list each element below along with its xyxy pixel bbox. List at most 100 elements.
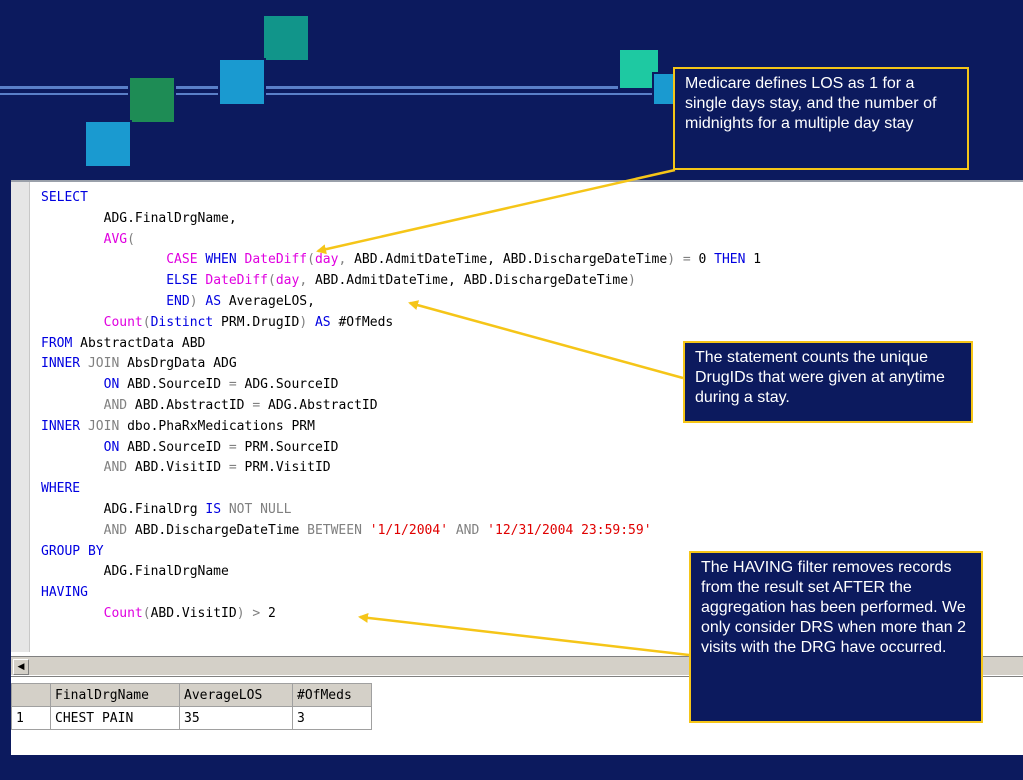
code-line: AND ABD.VisitID = PRM.VisitID <box>41 458 761 479</box>
sql-code-editor[interactable]: SELECT ADG.FinalDrgName, AVG( CASE WHEN … <box>41 188 761 625</box>
code-token: DateDiff <box>205 273 268 289</box>
code-token: ABD.VisitID <box>150 605 237 621</box>
code-token <box>41 377 104 392</box>
code-token: ADG.FinalDrgName <box>41 564 229 580</box>
column-header-averagelos[interactable]: AverageLOS <box>179 683 293 707</box>
code-token: ADG.FinalDrg <box>41 501 206 517</box>
code-token: ) <box>236 605 245 621</box>
code-line: CASE WHEN DateDiff(day, ABD.AdmitDateTim… <box>41 250 761 271</box>
code-token: ADG.AbstractID <box>260 397 378 413</box>
code-token: JOIN <box>87 418 120 434</box>
code-token: CASE <box>166 252 198 268</box>
code-token: #OfMeds <box>330 314 394 330</box>
decorative-square <box>618 48 660 90</box>
code-token: AbsDrgData ADG <box>119 356 237 372</box>
callout-count-drugids: The statement counts the unique DrugIDs … <box>683 341 973 423</box>
code-token: HAVING <box>41 585 88 601</box>
code-token: FROM <box>41 335 73 351</box>
code-token: = <box>252 397 261 413</box>
scroll-left-icon[interactable]: ◀ <box>13 659 29 675</box>
code-line: ADG.FinalDrgName <box>41 562 761 583</box>
column-header-ofmeds[interactable]: #OfMeds <box>292 683 372 707</box>
column-header-finaldrgname[interactable]: FinalDrgName <box>50 683 180 707</box>
code-token: '12/31/2004 23:59:59' <box>487 522 652 538</box>
cell-ofmeds[interactable]: 3 <box>292 706 372 730</box>
code-line: Count(Distinct PRM.DrugID) AS #OfMeds <box>41 313 761 334</box>
code-token: = <box>228 439 237 455</box>
code-token: 2 <box>260 605 276 621</box>
code-token <box>41 315 104 330</box>
code-token: ( <box>127 231 135 247</box>
code-line: AND ABD.AbstractID = ADG.AbstractID <box>41 396 761 417</box>
code-token: Count <box>103 314 143 330</box>
code-token <box>362 523 370 538</box>
code-token <box>448 523 456 538</box>
code-token: ABD.AdmitDateTime, ABD.DischargeDateTime <box>307 273 629 289</box>
code-token <box>675 252 683 267</box>
code-token: WHEN <box>205 252 237 268</box>
code-token: AS <box>314 314 331 330</box>
code-token <box>80 419 88 434</box>
code-line: Count(ABD.VisitID) > 2 <box>41 604 761 625</box>
code-token: WHERE <box>41 481 81 497</box>
cell-averagelos[interactable]: 35 <box>179 706 293 730</box>
decorative-square <box>84 120 132 168</box>
results-grid[interactable]: FinalDrgName AverageLOS #OfMeds 1 CHEST … <box>11 683 372 730</box>
results-header-row: FinalDrgName AverageLOS #OfMeds <box>11 683 372 707</box>
code-token: Distinct <box>150 314 214 330</box>
code-token: THEN <box>714 252 746 268</box>
code-line: INNER JOIN AbsDrgData ADG <box>41 354 761 375</box>
code-token: ) <box>189 293 198 309</box>
code-token: ( <box>142 605 151 621</box>
code-token: END <box>166 293 190 309</box>
code-token: BETWEEN <box>307 522 362 538</box>
code-token: ABD.VisitID <box>127 460 229 476</box>
code-token: , <box>338 252 347 268</box>
code-line: AVG( <box>41 230 761 251</box>
grid-corner <box>11 683 51 707</box>
code-token: JOIN <box>87 356 120 372</box>
decorative-square <box>128 76 176 124</box>
code-token: Count <box>103 605 143 621</box>
code-token: DateDiff <box>244 252 308 268</box>
code-token: ADG.FinalDrgName, <box>41 210 237 226</box>
code-token: SELECT <box>41 190 88 205</box>
code-token <box>41 523 104 538</box>
code-token: ABD.SourceID <box>119 439 229 455</box>
code-token: dbo.PhaRxMedications PRM <box>119 418 315 434</box>
code-token: ON <box>103 377 120 393</box>
cell-finaldrgname[interactable]: CHEST PAIN <box>50 706 180 730</box>
code-token: AVG <box>103 231 128 247</box>
code-line: AND ABD.DischargeDateTime BETWEEN '1/1/2… <box>41 521 761 542</box>
code-token <box>41 294 166 309</box>
table-row[interactable]: 1 CHEST PAIN 35 3 <box>11 706 372 730</box>
code-token: ABD.AbstractID <box>127 397 253 413</box>
code-token: ADG.SourceID <box>236 377 339 393</box>
code-token <box>41 606 104 621</box>
code-line: FROM AbstractData ABD <box>41 334 761 355</box>
code-line: END) AS AverageLOS, <box>41 292 761 313</box>
code-token: ( <box>142 314 151 330</box>
decorative-line <box>0 86 700 89</box>
code-token <box>41 440 104 455</box>
code-token <box>479 523 487 538</box>
decorative-square <box>262 14 310 62</box>
code-token: '1/1/2004' <box>369 522 449 538</box>
editor-gutter <box>11 182 30 652</box>
code-token <box>41 252 166 267</box>
code-token: = <box>682 252 691 268</box>
code-line: HAVING <box>41 583 761 604</box>
code-token: AND <box>103 460 128 476</box>
code-token <box>41 460 104 475</box>
code-token: day <box>275 273 300 289</box>
code-token: > <box>252 605 261 621</box>
code-token: ON <box>103 439 120 455</box>
code-token: 1 <box>745 252 762 268</box>
code-token <box>307 315 315 330</box>
code-token: AND <box>455 522 480 538</box>
code-token: INNER <box>41 418 81 434</box>
decorative-line <box>0 93 700 95</box>
code-line: GROUP BY <box>41 542 761 563</box>
code-token: = <box>228 377 237 393</box>
code-line: INNER JOIN dbo.PhaRxMedications PRM <box>41 417 761 438</box>
